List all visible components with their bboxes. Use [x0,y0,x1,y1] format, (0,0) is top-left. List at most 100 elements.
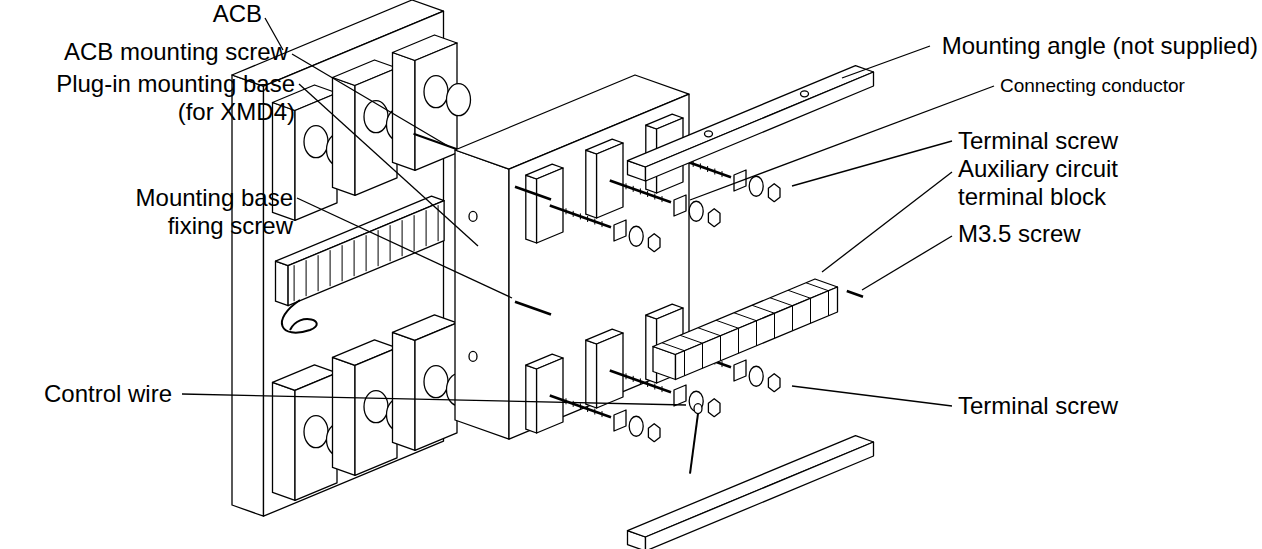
stud-thread [573,211,574,217]
washer [629,226,643,246]
acb-terminal [424,366,448,398]
leader-line [182,394,686,405]
mounting-angle [628,66,874,167]
acb-terminal [364,391,388,423]
nut [708,209,720,227]
terminal-divider [752,305,775,313]
terminal-receptacle [597,143,623,218]
terminal-divider [774,313,775,338]
stud-thread [714,169,715,175]
mounting-hole [469,351,477,361]
aux-terminal-block [676,287,838,380]
stud-thread [722,171,723,177]
leader-line [792,141,952,186]
acb-terminal [304,126,328,158]
part-label: Mounting angle (not supplied) [942,32,1258,60]
part-label: M3.5 screw [958,220,1081,248]
leader-line [690,86,994,200]
connecting-conductor [614,220,626,241]
part-label: Mounting base fixing screw [103,184,293,240]
stud-thread [587,406,588,412]
stud-thread [626,183,627,189]
stud-thread [580,213,581,219]
acb-pole-housing [393,53,416,171]
stud-thread [594,219,595,225]
connector-pin [414,215,415,251]
part-label: Plug-in mounting base (for XMD4) [35,70,295,126]
part-label: ACB [213,0,262,28]
base-fixing-screw [515,302,551,315]
stud-thread [573,401,574,407]
stud-thread [594,409,595,415]
terminal-divider [734,313,757,321]
connecting-conductor [734,170,746,191]
part-label: Control wire [44,380,172,408]
stud-thread [662,196,663,202]
stud-thread [654,384,655,390]
base-fixing-screw [515,187,551,200]
connector-pin [366,235,367,271]
stud-thread [633,376,634,382]
stud-thread [633,186,634,192]
connector-pin [330,250,331,286]
acb-pole-housing [333,357,356,475]
mounting-angle [646,72,874,181]
acb-terminal [304,416,328,448]
leader-line [862,236,952,290]
terminal-divider [716,320,739,328]
connecting-conductor [674,385,686,406]
acb-pole-housing [273,382,296,500]
stud-thread [602,221,603,227]
terminal-receptacle [537,358,563,433]
terminal-receptacle [586,340,597,408]
washer [749,176,763,196]
terminal-divider [680,335,703,343]
acb-body [232,75,264,516]
stud-thread [580,403,581,409]
connecting-conductor [734,360,746,381]
acb-pole-housing [393,332,416,450]
terminal-receptacle [537,168,563,243]
connector-pin [342,245,343,281]
leader-line [842,46,930,78]
stud-thread [654,194,655,200]
connector-pin [318,255,319,291]
acb-pole-housing [333,78,356,196]
connector-pin [294,265,295,301]
leader-line [299,84,478,246]
stud-thread [707,166,708,172]
angle-hole [801,91,809,97]
part-label: Terminal screw [958,127,1118,155]
terminal-divider [806,283,829,291]
nut [648,424,660,442]
terminal-divider [770,298,793,306]
connecting-conductor [614,410,626,431]
connecting-conductor [674,195,686,216]
stud-thread [647,381,648,387]
acb-terminal [424,76,448,108]
washer [689,201,703,221]
terminal-receptacle [526,175,537,243]
illustration [232,0,874,549]
plug-in-base [455,150,509,439]
terminal-divider [788,290,811,298]
connector-pin [354,240,355,276]
terminal-divider [810,298,811,323]
stud-thread [700,163,701,169]
angle-hole [705,131,713,137]
washer [629,416,643,436]
connector-pin [306,260,307,296]
mounting-hole [469,211,477,221]
stud-thread [647,191,648,197]
stud-thread [587,216,588,222]
leader-lines [182,18,994,406]
nut [768,374,780,392]
terminal-divider [702,343,703,368]
part-label: Connecting conductor [1000,74,1185,97]
connector-pin [426,210,427,246]
part-label: Auxiliary circuit terminal block [958,155,1198,211]
nut [648,234,660,252]
stud-thread [640,188,641,194]
terminal-receptacle [586,150,597,218]
